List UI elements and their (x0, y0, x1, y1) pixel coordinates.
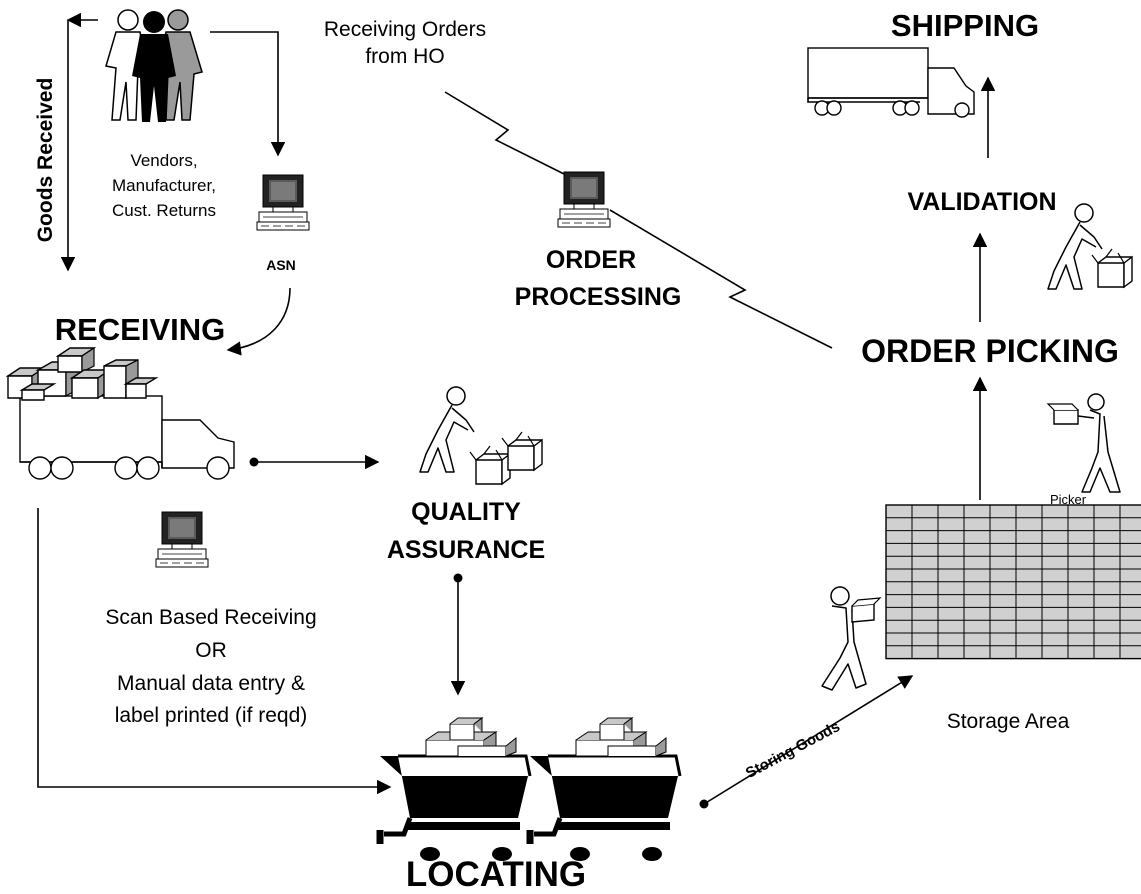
locating-label: LOCATING (406, 855, 586, 894)
vendors-label-line1: Vendors, (130, 151, 197, 170)
quality-label-line1: QUALITY (411, 498, 521, 526)
arrow-receiving-to-locating (37, 508, 392, 795)
receiving-cargo-boxes (5, 346, 159, 401)
order-processing-label-line2: PROCESSING (515, 283, 682, 311)
validation-label: VALIDATION (907, 188, 1056, 216)
receiving-truck-icon (19, 395, 235, 480)
people-group-icon (105, 9, 203, 122)
qa-box-icon-2 (501, 431, 543, 471)
vendors-label-line3: Cust. Returns (112, 201, 216, 220)
scan-receiving-computer-icon (155, 511, 209, 568)
quality-label-line2: ASSURANCE (387, 536, 545, 564)
data-link-ho-to-order-processing (444, 91, 567, 176)
shipping-label: SHIPPING (891, 8, 1039, 43)
validation-worker-icon (1047, 203, 1103, 290)
shipping-truck-icon (807, 47, 975, 118)
scan-label-line2: OR (195, 639, 227, 662)
cart-icon-1 (380, 718, 530, 861)
storing-worker-icon (821, 586, 882, 691)
cart-icon-2 (530, 718, 680, 861)
qa-worker-icon (419, 386, 475, 473)
arrow-asn-to-receiving (226, 287, 291, 356)
arrow-storing-goods (699, 675, 914, 809)
picker-icon (1046, 393, 1121, 493)
order-processing-computer-icon (557, 171, 611, 228)
receiving-orders-label-line1: Receiving Orders (324, 18, 486, 41)
receiving-label: RECEIVING (55, 312, 226, 347)
scan-label-line3: Manual data entry & (117, 672, 305, 695)
data-link-to-order-picking (609, 209, 833, 349)
scan-label-line1: Scan Based Receiving (105, 606, 316, 629)
picker-label: Picker (1050, 492, 1087, 507)
arrow-to-asn (210, 31, 286, 157)
order-processing-label-line1: ORDER (546, 246, 636, 274)
asn-label: ASN (266, 257, 296, 273)
order-picking-label: ORDER PICKING (861, 333, 1119, 369)
storage-rack-icon (885, 504, 1141, 660)
validation-box-icon (1091, 248, 1133, 288)
storage-area-label: Storage Area (947, 710, 1070, 733)
goods-received-label: Goods Received (34, 78, 57, 243)
receiving-orders-label-line2: from HO (365, 45, 444, 68)
scan-label-line4: label printed (if reqd) (115, 704, 308, 727)
qa-box-icon-1 (469, 445, 511, 485)
asn-computer-icon (256, 174, 310, 231)
storing-goods-label: Storing Goods (743, 718, 843, 782)
vendors-label-line2: Manufacturer, (112, 176, 216, 195)
